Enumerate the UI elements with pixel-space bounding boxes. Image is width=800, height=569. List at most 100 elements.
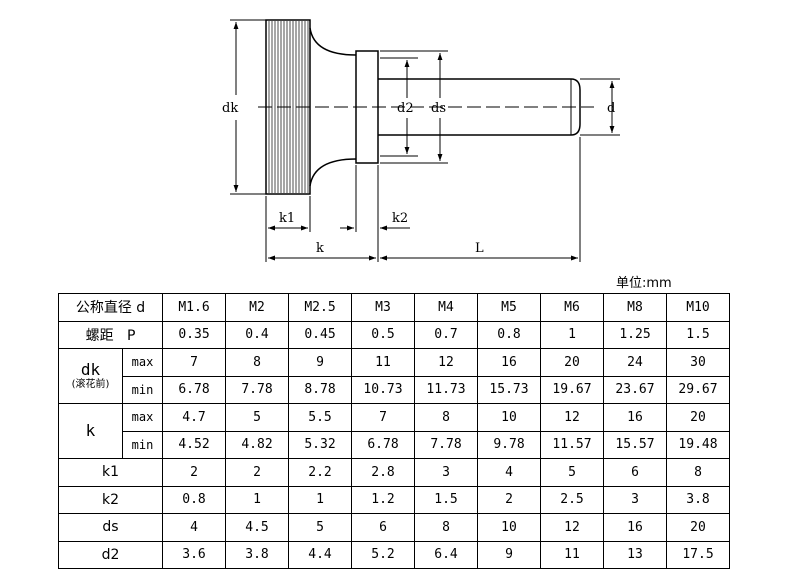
k1-cell: 8 xyxy=(666,458,730,487)
dim-k-L xyxy=(265,137,581,262)
dk-min-cell: 29.67 xyxy=(666,375,730,404)
dk-min-cell: 19.67 xyxy=(540,375,604,404)
k1-cell: 5 xyxy=(540,458,604,487)
k-label: k xyxy=(85,421,96,440)
pitch-cell: 1.25 xyxy=(603,320,667,349)
head-neck xyxy=(309,27,357,187)
d2-label: d2 xyxy=(58,540,163,569)
shank xyxy=(378,78,581,136)
k-max-cell: 12 xyxy=(540,403,604,432)
label-k: k xyxy=(316,241,324,256)
ds-cell: 20 xyxy=(666,513,730,542)
dk-max-label: max xyxy=(122,348,163,377)
header-label: 公称直径 d xyxy=(58,293,163,322)
dk-max-cell: 30 xyxy=(666,348,730,377)
ds-label: ds xyxy=(58,513,163,542)
dk-max-cell: 16 xyxy=(477,348,541,377)
label-k1: k1 xyxy=(279,211,295,226)
pitch-label: 螺距 P xyxy=(58,320,163,349)
d2-cell: 6.4 xyxy=(414,540,478,569)
dk-max-cell: 9 xyxy=(288,348,352,377)
size-cell: M5 xyxy=(477,293,541,322)
k2-cell: 2 xyxy=(477,485,541,514)
pitch-cell: 0.45 xyxy=(288,320,352,349)
ds-cell: 5 xyxy=(288,513,352,542)
pitch-cell: 0.4 xyxy=(225,320,289,349)
size-cell: M6 xyxy=(540,293,604,322)
pitch-cell: 0.8 xyxy=(477,320,541,349)
ds-cell: 4 xyxy=(162,513,226,542)
k-min-cell: 4.82 xyxy=(225,430,289,459)
k2-cell: 1 xyxy=(288,485,352,514)
k1-cell: 2.8 xyxy=(351,458,415,487)
dk-min-cell: 7.78 xyxy=(225,375,289,404)
d2-cell: 17.5 xyxy=(666,540,730,569)
ds-cell: 10 xyxy=(477,513,541,542)
k-max-cell: 10 xyxy=(477,403,541,432)
pitch-cell: 0.7 xyxy=(414,320,478,349)
label-k2: k2 xyxy=(392,211,408,226)
ds-cell: 12 xyxy=(540,513,604,542)
dk-note: (滚花前) xyxy=(71,379,110,390)
k-min-cell: 4.52 xyxy=(162,430,226,459)
size-cell: M4 xyxy=(414,293,478,322)
k1-label: k1 xyxy=(58,458,163,487)
ds-cell: 4.5 xyxy=(225,513,289,542)
pitch-cell: 1 xyxy=(540,320,604,349)
label-d2: d2 xyxy=(397,101,414,116)
dk-label-cell: dk (滚花前) xyxy=(58,348,123,404)
dim-d xyxy=(580,78,620,136)
k-min-cell: 11.57 xyxy=(540,430,604,459)
k-min-cell: 6.78 xyxy=(351,430,415,459)
k-max-cell: 20 xyxy=(666,403,730,432)
dk-min-label: min xyxy=(122,375,163,404)
d2-cell: 4.4 xyxy=(288,540,352,569)
k-min-cell: 9.78 xyxy=(477,430,541,459)
size-cell: M2.5 xyxy=(288,293,352,322)
k1-cell: 2.2 xyxy=(288,458,352,487)
dk-label: dk xyxy=(80,360,101,379)
k1-cell: 6 xyxy=(603,458,667,487)
d2-cell: 9 xyxy=(477,540,541,569)
ds-cell: 16 xyxy=(603,513,667,542)
dim-dk xyxy=(230,19,266,195)
k1-cell: 3 xyxy=(414,458,478,487)
k-label-cell: k xyxy=(58,403,123,459)
dim-d2 xyxy=(380,57,418,157)
label-dk: dk xyxy=(222,101,238,116)
k-min-cell: 5.32 xyxy=(288,430,352,459)
k-max-cell: 7 xyxy=(351,403,415,432)
dim-k2 xyxy=(340,165,410,262)
k-min-cell: 19.48 xyxy=(666,430,730,459)
dk-min-cell: 23.67 xyxy=(603,375,667,404)
k1-cell: 2 xyxy=(162,458,226,487)
dim-k1 xyxy=(265,196,311,232)
d2-cell: 5.2 xyxy=(351,540,415,569)
k-max-cell: 5 xyxy=(225,403,289,432)
k-min-cell: 15.57 xyxy=(603,430,667,459)
k-max-label: max xyxy=(122,403,163,432)
dk-max-cell: 24 xyxy=(603,348,667,377)
dk-max-cell: 7 xyxy=(162,348,226,377)
thumb-screw-drawing: dk d2 ds d k1 k2 k xyxy=(222,19,620,262)
d2-cell: 11 xyxy=(540,540,604,569)
k-max-cell: 4.7 xyxy=(162,403,226,432)
size-cell: M8 xyxy=(603,293,667,322)
k2-cell: 2.5 xyxy=(540,485,604,514)
dim-ds xyxy=(380,50,448,164)
unit-label: 单位:mm xyxy=(616,276,672,291)
pitch-cell: 1.5 xyxy=(666,320,730,349)
k-min-cell: 7.78 xyxy=(414,430,478,459)
ds-cell: 6 xyxy=(351,513,415,542)
d2-cell: 13 xyxy=(603,540,667,569)
k-min-label: min xyxy=(122,430,163,459)
dk-max-cell: 11 xyxy=(351,348,415,377)
